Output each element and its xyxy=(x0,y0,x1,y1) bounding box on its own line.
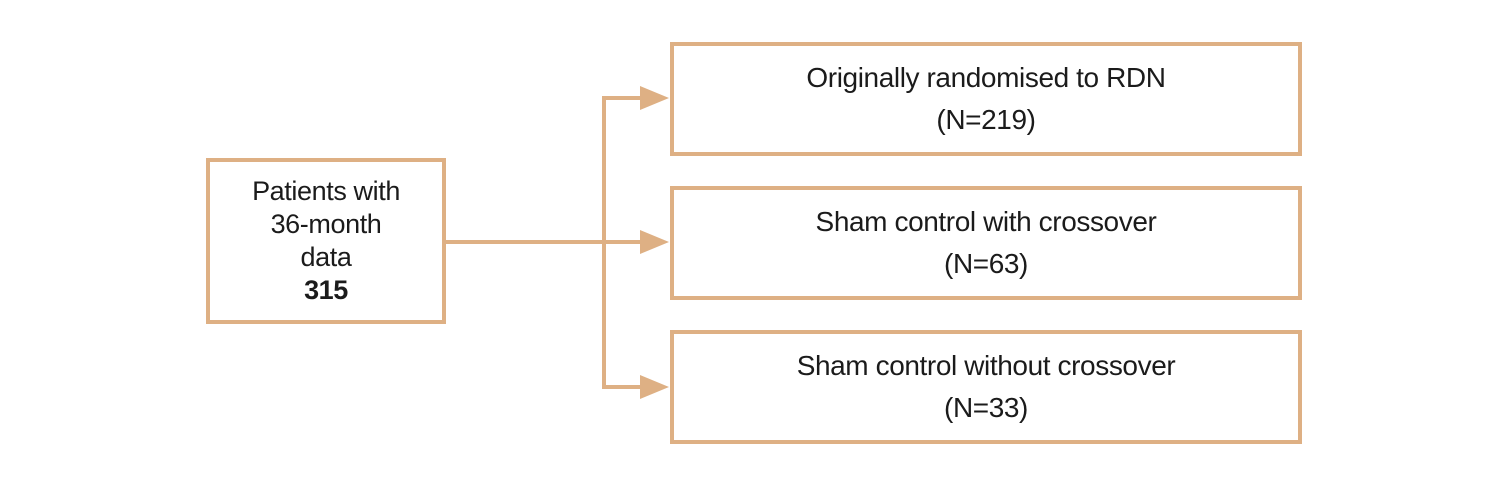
branch-node-n: (N=33) xyxy=(944,392,1028,423)
branch-node-label: Originally randomised to RDN xyxy=(806,62,1166,93)
source-node-line: Patients with xyxy=(252,176,400,206)
source-node-line: data xyxy=(300,242,352,272)
branch-node-label: Sham control without crossover xyxy=(796,350,1176,381)
arrowhead-icon xyxy=(640,375,669,399)
branch-node-sham-no-crossover: Sham control without crossover (N=33) xyxy=(670,330,1302,444)
source-node-patients: Patients with 36-month data 315 xyxy=(206,158,446,324)
source-node-count: 315 xyxy=(304,275,348,305)
source-node-line: 36-month xyxy=(270,209,382,239)
branch-node-sham-crossover: Sham control with crossover (N=63) xyxy=(670,186,1302,300)
branch-node-label: Sham control with crossover xyxy=(815,206,1157,237)
arrowhead-icon xyxy=(640,86,669,110)
branch-node-rdn: Originally randomised to RDN (N=219) xyxy=(670,42,1302,156)
branch-node-n: (N=63) xyxy=(944,248,1028,279)
branch-node-n: (N=219) xyxy=(936,104,1036,135)
arrowhead-icon xyxy=(640,230,669,254)
